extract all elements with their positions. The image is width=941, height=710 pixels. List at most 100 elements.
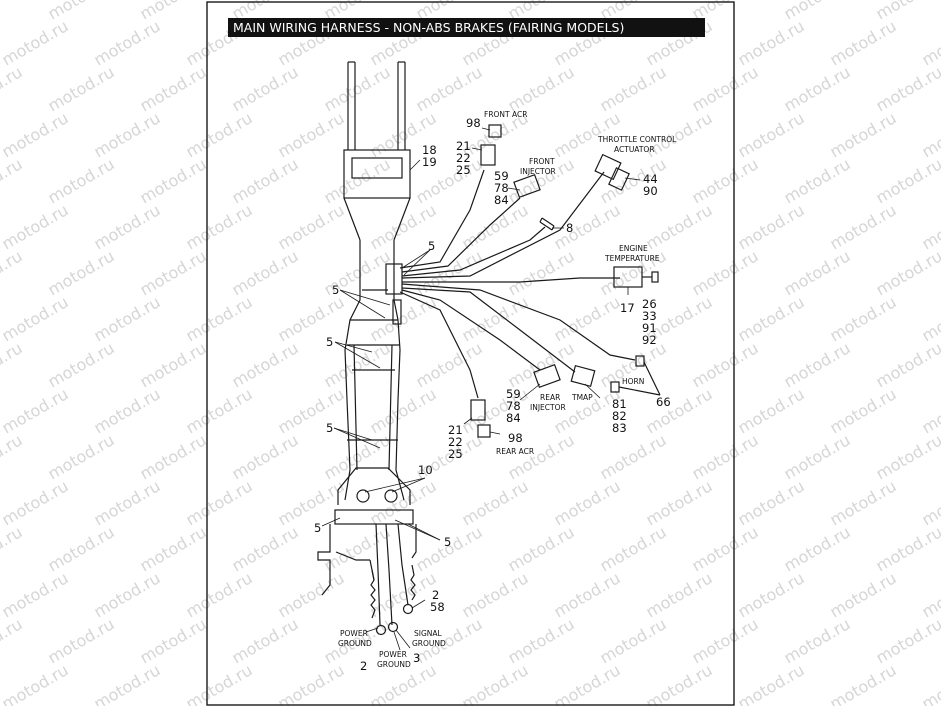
watermark-text: motod.ru — [91, 660, 164, 706]
watermark-text: motod.ru — [827, 660, 900, 706]
watermark-text: motod.ru — [45, 522, 118, 575]
watermark-text: motod.ru — [183, 660, 256, 706]
watermark-text: motod.ru — [137, 338, 210, 391]
watermark-text: motod.ru — [873, 62, 941, 115]
watermark-text: motod.ru — [45, 430, 118, 483]
watermark-text: motod.ru — [597, 522, 670, 575]
watermark-text: motod.ru — [183, 200, 256, 253]
watermark-text: motod.ru — [643, 660, 716, 706]
callout-17: 17 — [620, 301, 635, 315]
watermark-text: motod.ru — [827, 200, 900, 253]
watermark-text: motod.ru — [459, 292, 532, 345]
watermark-text: motod.ru — [919, 568, 941, 621]
callout-66: 66 — [656, 395, 671, 409]
watermark-text: motod.ru — [0, 522, 26, 575]
watermark-text: motod.ru — [0, 154, 26, 207]
watermark-text: motod.ru — [781, 154, 854, 207]
watermark-text: motod.ru — [229, 614, 302, 667]
leader-lines — [322, 128, 640, 650]
watermark-text: motod.ru — [367, 476, 440, 529]
watermark-text: motod.ru — [551, 200, 624, 253]
watermark-text: motod.ru — [0, 246, 26, 299]
watermark-text: motod.ru — [183, 476, 256, 529]
watermark-text: motod.ru — [0, 384, 72, 437]
watermark-text: motod.ru — [91, 200, 164, 253]
rear-injector-label-line2: INJECTOR — [530, 403, 566, 412]
watermark-text: motod.ru — [781, 246, 854, 299]
watermark-text: motod.ru — [689, 154, 762, 207]
watermark-text: motod.ru — [643, 568, 716, 621]
watermark-text: motod.ru — [735, 568, 808, 621]
watermark-text: motod.ru — [873, 522, 941, 575]
watermark-text: motod.ru — [0, 62, 26, 115]
watermark-text: motod.ru — [735, 476, 808, 529]
callout-5-left-upper: 5 — [332, 283, 339, 297]
watermark-text: motod.ru — [643, 200, 716, 253]
watermark-text: motod.ru — [827, 292, 900, 345]
watermark-text: motod.ru — [91, 108, 164, 161]
watermark-text: motod.ru — [597, 62, 670, 115]
watermark-text: motod.ru — [735, 384, 808, 437]
power-ground-mid-label-line2: GROUND — [377, 660, 411, 669]
watermark-text: motod.ru — [137, 614, 210, 667]
watermark-text: motod.ru — [505, 614, 578, 667]
watermark-text: motod.ru — [827, 384, 900, 437]
watermark-text: motod.ru — [321, 522, 394, 575]
watermark-text: motod.ru — [459, 660, 532, 706]
watermark-text: motod.ru — [597, 154, 670, 207]
watermark-text: motod.ru — [91, 16, 164, 69]
watermark-text: motod.ru — [137, 430, 210, 483]
watermark-text: motod.ru — [229, 522, 302, 575]
watermark-text: motod.ru — [873, 614, 941, 667]
callout-10: 10 — [418, 463, 433, 477]
watermark-text: motod.ru — [735, 16, 808, 69]
watermark-text: motod.ru — [183, 384, 256, 437]
watermark-text: motod.ru — [229, 154, 302, 207]
watermark-text: motod.ru — [321, 154, 394, 207]
watermark-text: motod.ru — [275, 660, 348, 706]
callout-98-front: 98 — [466, 116, 481, 130]
watermark-text: motod.ru — [45, 246, 118, 299]
watermark-text: motod.ru — [919, 660, 941, 706]
watermark-text: motod.ru — [91, 568, 164, 621]
rear-injector-label-line1: REAR — [540, 393, 560, 402]
watermark-text: motod.ru — [0, 16, 72, 69]
front-injector-label-line2: INJECTOR — [520, 167, 556, 176]
callout-25-rear: 25 — [448, 447, 463, 461]
watermark-text: motod.ru — [551, 568, 624, 621]
watermark-text: motod.ru — [505, 522, 578, 575]
watermark-text: motod.ru — [45, 154, 118, 207]
watermark-text: motod.ru — [781, 62, 854, 115]
watermark-text: motod.ru — [689, 614, 762, 667]
watermark-text: motod.ru — [551, 292, 624, 345]
watermark-text: motod.ru — [919, 292, 941, 345]
callout-5-bottom-left: 5 — [314, 521, 321, 535]
watermark-text: motod.ru — [45, 338, 118, 391]
callout-8: 8 — [566, 221, 573, 235]
callout-19: 19 — [422, 155, 437, 169]
callout-5-left-middle: 5 — [326, 335, 333, 349]
watermark-text: motod.ru — [735, 108, 808, 161]
watermark-text: motod.ru — [275, 292, 348, 345]
watermark-text: motod.ru — [505, 62, 578, 115]
watermark-text: motod.ru — [275, 108, 348, 161]
watermark-text: motod.ru — [0, 430, 26, 483]
watermark-text: motod.ru — [183, 108, 256, 161]
watermark-text: motod.ru — [321, 62, 394, 115]
signal-ground-label-line1: SIGNAL — [414, 629, 443, 638]
watermark-text: motod.ru — [827, 476, 900, 529]
watermark-text: motod.ru — [735, 660, 808, 706]
callout-90: 90 — [643, 184, 658, 198]
watermark-text: motod.ru — [367, 384, 440, 437]
watermark-text: motod.ru — [91, 384, 164, 437]
watermark-text: motod.ru — [551, 476, 624, 529]
watermark-text: motod.ru — [735, 292, 808, 345]
watermark-text: motod.ru — [827, 568, 900, 621]
tmap-label: TMAP — [571, 393, 593, 402]
watermark-text: motod.ru — [0, 476, 72, 529]
power-ground-left-label-line1: POWER — [340, 629, 368, 638]
watermark-text: motod.ru — [229, 338, 302, 391]
front-injector-label-line1: FRONT — [529, 157, 555, 166]
watermark-text: motod.ru — [0, 660, 72, 706]
